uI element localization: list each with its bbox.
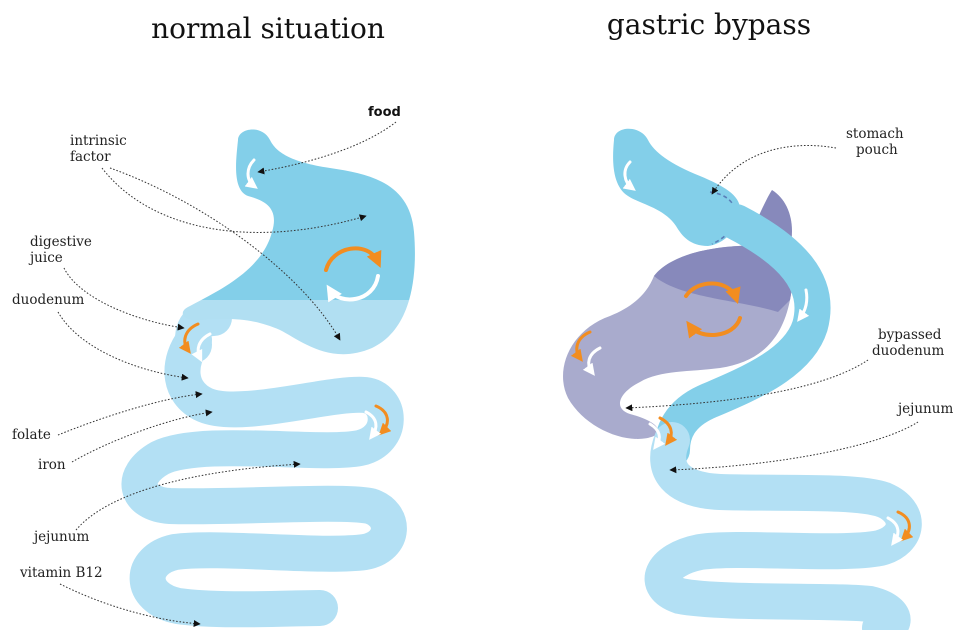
label-intrinsic-2: factor [70, 149, 111, 165]
duodenum-normal [193, 318, 214, 345]
label-iron: iron [38, 457, 66, 473]
normal-anatomy [139, 129, 414, 609]
label-food: food [368, 105, 401, 120]
label-intrinsic-1: intrinsic [70, 133, 127, 149]
label-duodenum: duodenum [12, 292, 84, 308]
label-stomach-pouch-2: pouch [856, 142, 898, 158]
label-stomach-pouch-1: stomach [846, 126, 904, 142]
label-digestive-2: juice [28, 250, 63, 266]
title-bypass: gastric bypass [607, 8, 811, 41]
label-vitamin-b12: vitamin B12 [19, 565, 103, 581]
title-normal: normal situation [151, 12, 385, 45]
leader-jejunum-bypass [670, 422, 918, 470]
label-bypassed-1: bypassed [878, 327, 942, 343]
small-intestine-normal [139, 340, 388, 609]
label-folate: folate [12, 427, 51, 443]
bypass-anatomy [563, 129, 909, 628]
label-jejunum-normal: jejunum [32, 529, 89, 545]
leader-stomach-pouch [712, 145, 836, 194]
label-digestive-1: digestive [30, 234, 92, 250]
label-jejunum-bypass: jejunum [896, 401, 953, 417]
label-bypassed-2: duodenum [872, 343, 944, 359]
